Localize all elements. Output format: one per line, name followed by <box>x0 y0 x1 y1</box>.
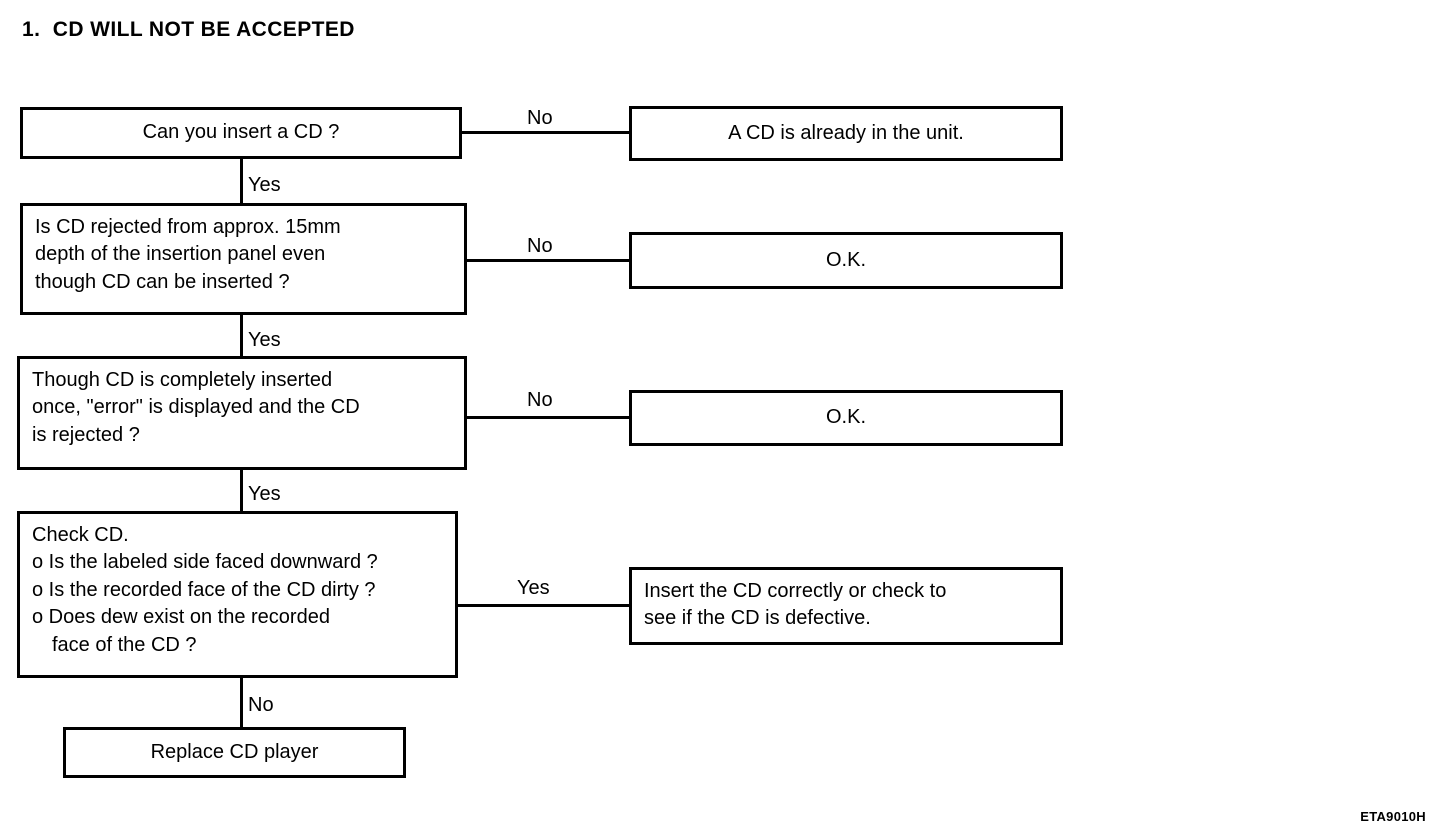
edge-label-q1-no: No <box>527 107 553 129</box>
connector-q4-to-r4 <box>456 604 631 607</box>
edge-label-q2-yes: Yes <box>248 329 281 351</box>
check-cd-heading: Check CD. <box>32 524 129 546</box>
decision-q2-line-2: depth of the insertion panel even <box>35 243 326 266</box>
result-box-insert-correctly: Insert the CD correctly or check to see … <box>629 567 1063 645</box>
check-cd-bullet-3-continued: face of the CD ? <box>52 633 197 656</box>
decision-q2-line-1: Is CD rejected from approx. 15mm <box>35 216 341 238</box>
check-cd-bullet-1: o Is the labeled side faced downward ? <box>32 551 378 574</box>
decision-box-cd-rejected-15mm: Is CD rejected from approx. 15mm depth o… <box>20 203 467 315</box>
result-box-insert-correctly-text: Insert the CD correctly or check to see … <box>632 570 1060 633</box>
check-cd-bullet-3: o Does dew exist on the recorded <box>32 606 330 629</box>
decision-q3-line-3: is rejected ? <box>32 423 140 446</box>
decision-box-error-displayed-text: Though CD is completely inserted once, "… <box>20 359 464 449</box>
edge-label-q1-yes: Yes <box>248 174 281 196</box>
result-box-cd-already-in-unit: A CD is already in the unit. <box>629 106 1063 161</box>
result-r4-line-1: Insert the CD correctly or check to <box>644 580 947 602</box>
result-box-replace-cd-player: Replace CD player <box>63 727 406 778</box>
result-box-ok-1: O.K. <box>629 232 1063 289</box>
decision-q3-line-1: Though CD is completely inserted <box>32 369 333 391</box>
edge-label-q3-no: No <box>527 389 553 411</box>
connector-q2-to-r2 <box>465 259 631 262</box>
decision-box-can-insert-cd: Can you insert a CD ? <box>20 107 462 159</box>
connector-q1-to-r1 <box>462 131 630 134</box>
decision-q2-line-3: though CD can be inserted ? <box>35 270 290 293</box>
connector-q3-to-r3 <box>465 416 631 419</box>
document-reference-code: ETA9010H <box>1360 809 1426 824</box>
page-title: 1. CD WILL NOT BE ACCEPTED <box>22 18 355 41</box>
result-box-ok-2-text: O.K. <box>825 406 866 429</box>
edge-label-q2-no: No <box>527 235 553 257</box>
edge-label-q4-yes: Yes <box>517 577 550 599</box>
connector-q2-to-q3 <box>240 314 243 358</box>
result-box-ok-2: O.K. <box>629 390 1063 446</box>
decision-q3-line-2: once, "error" is displayed and the CD <box>32 396 360 419</box>
decision-box-can-insert-cd-text: Can you insert a CD ? <box>142 121 340 144</box>
connector-q1-to-q2 <box>240 159 243 205</box>
decision-box-cd-rejected-15mm-text: Is CD rejected from approx. 15mm depth o… <box>23 206 464 296</box>
check-cd-bullet-2: o Is the recorded face of the CD dirty ? <box>32 578 376 601</box>
result-r4-line-2: see if the CD is defective. <box>644 607 871 630</box>
edge-label-q3-yes: Yes <box>248 483 281 505</box>
connector-q4-to-r5 <box>240 677 243 728</box>
decision-box-check-cd-text: Check CD. o Is the labeled side faced do… <box>20 514 455 659</box>
decision-box-check-cd: Check CD. o Is the labeled side faced do… <box>17 511 458 678</box>
result-box-replace-cd-player-text: Replace CD player <box>150 740 319 763</box>
result-box-cd-already-in-unit-text: A CD is already in the unit. <box>728 121 964 144</box>
edge-label-q4-no: No <box>248 694 274 716</box>
connector-q3-to-q4 <box>240 469 243 512</box>
result-box-ok-1-text: O.K. <box>825 248 866 271</box>
decision-box-error-displayed: Though CD is completely inserted once, "… <box>17 356 467 470</box>
